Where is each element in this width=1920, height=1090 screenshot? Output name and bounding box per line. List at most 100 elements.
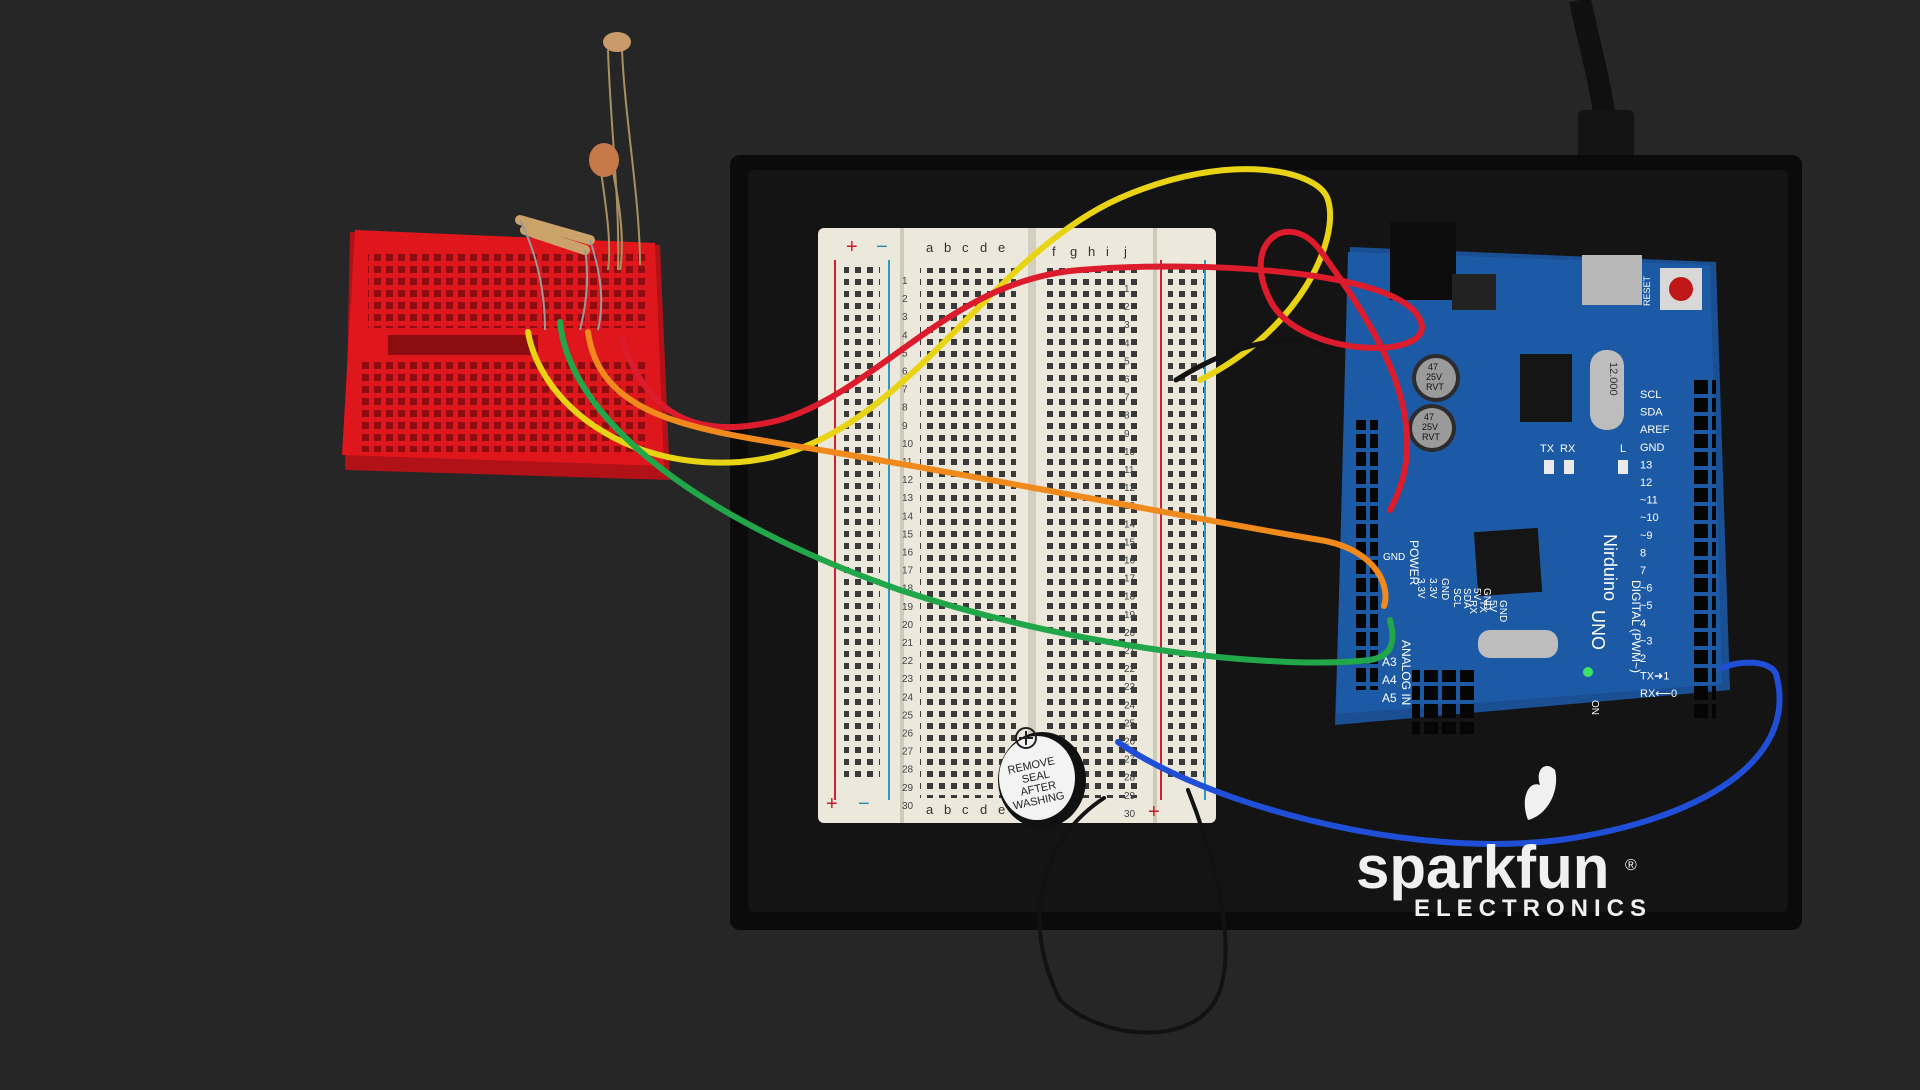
row-number: 14 <box>1124 519 1136 530</box>
logo-registered: ® <box>1625 857 1637 874</box>
row-number: 15 <box>1124 537 1136 548</box>
icsp-label: GND <box>1439 578 1450 600</box>
column-letter: g <box>1070 244 1077 259</box>
row-number: 14 <box>902 511 914 522</box>
digital-pin-label: 8 <box>1640 547 1646 559</box>
row-number: 30 <box>902 801 914 812</box>
rail-stripe-plus-left <box>834 260 836 800</box>
column-letter: d <box>980 802 987 817</box>
arduino-board: RESET 47 25V RVT 47 25V RVT 12.000 TX RX… <box>1335 222 1730 734</box>
digital-pin-label: SDA <box>1640 407 1663 419</box>
crystal-label: 12.000 <box>1607 362 1619 396</box>
digital-pin-label: ~3 <box>1640 635 1653 647</box>
rail-plus-label-right: + <box>1148 801 1160 823</box>
digital-pin-label: ~10 <box>1640 512 1659 524</box>
board-model: UNO <box>1588 610 1608 650</box>
rx-label: RX <box>1560 443 1576 455</box>
header-analog <box>1356 420 1378 690</box>
row-number: 22 <box>902 656 914 667</box>
usb-serial-chip <box>1520 354 1572 422</box>
rail-holes-left <box>844 262 880 778</box>
column-letter: h <box>1088 244 1095 259</box>
wire-green <box>557 319 1396 666</box>
row-number: 4 <box>902 330 908 341</box>
terminal-holes-right <box>1046 268 1142 798</box>
row-number: 10 <box>902 439 914 450</box>
row-number: 21 <box>1124 646 1136 657</box>
column-letter: b <box>944 802 951 817</box>
row-number: 29 <box>902 783 914 794</box>
row-numbers: 1122334455667788991010111112121313141415… <box>902 276 1136 820</box>
usb-port <box>1582 255 1642 305</box>
icsp-label: 3.3V <box>1427 578 1438 599</box>
analog-pin-label: A3 <box>1382 655 1397 669</box>
led-tx <box>1544 460 1554 474</box>
rail-stripe-minus-right <box>1204 260 1206 800</box>
row-number: 5 <box>1124 356 1130 367</box>
digital-label: DIGITAL (PWM~) <box>1629 580 1643 673</box>
column-letter: a <box>926 240 934 255</box>
row-number: 26 <box>1124 737 1136 748</box>
row-number: 8 <box>1124 411 1130 422</box>
row-number: 26 <box>902 729 914 740</box>
row-number: 29 <box>1124 791 1136 802</box>
row-number: 20 <box>902 620 914 631</box>
icsp-label: GND <box>1497 600 1508 622</box>
icsp-label: SDA <box>1461 588 1472 609</box>
icsp-label: GND <box>1481 588 1492 610</box>
cap2-text-2: 25V <box>1422 422 1438 432</box>
column-letter: i <box>1106 244 1109 259</box>
column-letter: e <box>998 240 1005 255</box>
wires <box>525 166 1783 1035</box>
rail-plus-label-bottom: + <box>826 793 838 815</box>
cap1-text-1: 47 <box>1428 362 1438 372</box>
cap2-text-1: 47 <box>1424 412 1434 422</box>
column-letter: d <box>980 240 987 255</box>
digital-pin-label: 12 <box>1640 477 1652 489</box>
row-number: 24 <box>1124 700 1136 711</box>
rail-minus-label-bottom: − <box>858 793 870 815</box>
row-number: 25 <box>902 710 914 721</box>
digital-pin-label: 13 <box>1640 459 1652 471</box>
row-number: 19 <box>1124 610 1136 621</box>
row-number: 10 <box>1124 447 1136 458</box>
resistors <box>515 215 603 331</box>
icsp-label: RX <box>1467 600 1478 614</box>
digital-pin-labels: SCLSDAAREFGND1312~11~10~987~6~54~32TX➜1R… <box>1640 389 1677 700</box>
cap1-text-2: 25V <box>1426 372 1442 382</box>
gnd-label: GND <box>1383 552 1405 563</box>
digital-pin-label: 2 <box>1640 653 1646 665</box>
column-letter: a <box>926 802 934 817</box>
row-number: 3 <box>1124 320 1130 331</box>
power-jack <box>1390 222 1456 300</box>
column-letter: c <box>962 240 969 255</box>
rail-minus-label: − <box>876 236 888 258</box>
row-number: 22 <box>1124 664 1136 675</box>
wire-blue <box>1115 659 1783 847</box>
rail-stripe-minus-left <box>888 260 890 800</box>
row-number: 16 <box>902 548 914 559</box>
crystal-2 <box>1478 630 1558 658</box>
reset-button[interactable] <box>1669 277 1693 301</box>
row-number: 28 <box>1124 773 1136 784</box>
column-letter: j <box>1123 244 1127 259</box>
icsp-label: SCL <box>1451 588 1462 608</box>
analog-pin-label: A5 <box>1382 691 1397 705</box>
digital-pin-label: SCL <box>1640 389 1661 401</box>
digital-pin-label: 4 <box>1640 618 1646 630</box>
mini-breadboard <box>342 230 670 480</box>
row-number: 2 <box>902 294 908 305</box>
icsp-header <box>1412 670 1476 734</box>
rail-stripe-plus-right <box>1160 260 1162 800</box>
buzzer-plus-marker <box>1015 727 1037 749</box>
row-number: 11 <box>1124 465 1135 476</box>
row-number: 25 <box>1124 718 1136 729</box>
row-number: 23 <box>902 674 914 685</box>
digital-pin-label: ~5 <box>1640 600 1653 612</box>
row-number: 21 <box>902 638 914 649</box>
row-number: 23 <box>1124 682 1136 693</box>
tx-label: TX <box>1540 443 1555 455</box>
